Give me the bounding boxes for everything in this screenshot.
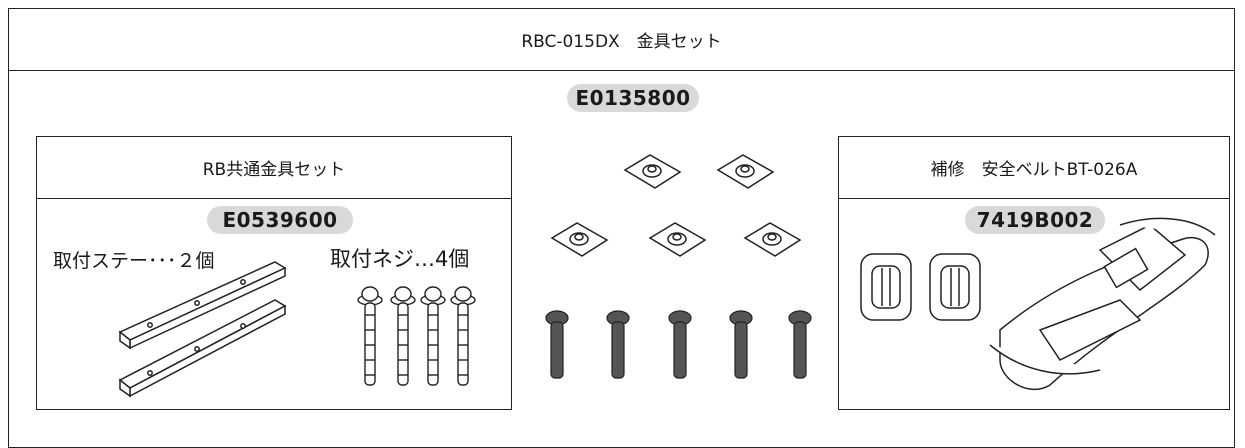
short-screw [545, 310, 569, 379]
square-nut [550, 222, 609, 257]
safety-belt-box: 補修 安全ベルトBT-026A [838, 136, 1230, 410]
short-screw [788, 310, 812, 379]
mounting-screw-label: 取付ネジ…4個 [330, 247, 470, 271]
belt-slide-buckle [860, 253, 912, 321]
short-screw [729, 310, 753, 379]
mounting-stay-rail [118, 299, 287, 398]
mounting-screw [420, 286, 446, 386]
belt-slide-buckle [929, 253, 981, 321]
main-part-number-badge: E0135800 [567, 84, 699, 112]
common-bracket-set-part-number: E0539600 [207, 206, 353, 234]
mounting-screw [357, 286, 383, 386]
square-nut [648, 222, 707, 257]
square-nut [623, 154, 682, 189]
common-bracket-set-box: RB共通金具セット [36, 136, 512, 410]
diagram-title: RBC-015DX 金具セット [9, 9, 1234, 71]
safety-belt-part-number: 7419B002 [965, 206, 1105, 234]
short-screw [668, 310, 692, 379]
mounting-stay-illustration [118, 154, 1216, 398]
square-nut [743, 222, 802, 257]
mounting-stay-label: 取付ステー･･･２個 [53, 250, 215, 272]
safety-belt-header: 補修 安全ベルトBT-026A [839, 137, 1229, 199]
safety-belt [989, 217, 1216, 391]
mounting-screw [390, 286, 416, 386]
mounting-screw [450, 286, 476, 386]
square-nut [716, 154, 775, 189]
short-screw [606, 310, 630, 379]
mounting-stay-rail [118, 261, 287, 350]
common-bracket-set-header: RB共通金具セット [37, 137, 511, 199]
